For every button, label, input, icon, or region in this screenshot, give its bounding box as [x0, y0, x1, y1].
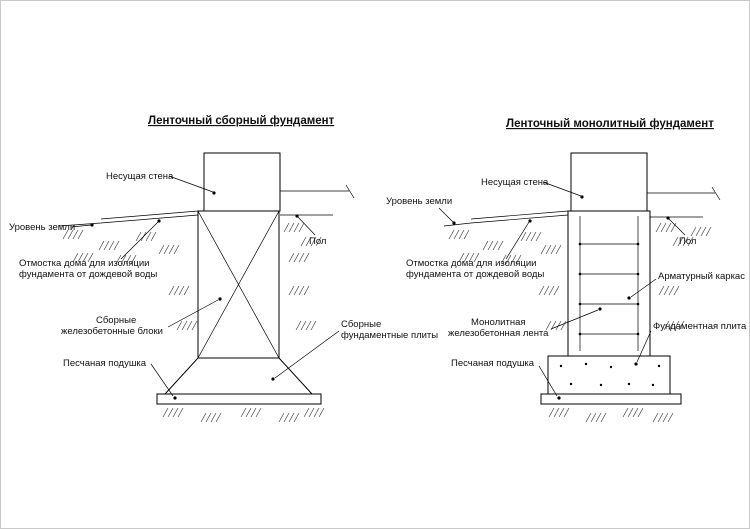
- ground-and-blind-area-left: [58, 210, 199, 227]
- footing-plate: [163, 357, 314, 395]
- label-bearing-wall-left: Несущая стена: [106, 171, 174, 182]
- label-foundation-plate: Фундаментная плита: [653, 321, 747, 332]
- label-blocks-line1: Сборные: [96, 315, 136, 326]
- label-ground-level-right: Уровень земли: [386, 196, 452, 207]
- leader-lines-left: [70, 175, 340, 400]
- label-floor-right: Пол: [679, 236, 696, 247]
- floor-lines: [280, 184, 355, 216]
- diagram-title-right: Ленточный монолитный фундамент: [506, 118, 714, 130]
- labels-left: Несущая стена Уровень земли Отмостка дом…: [9, 171, 438, 369]
- label-strip-line2: железобетонная лента: [448, 328, 549, 339]
- sand-cushion-left: [156, 393, 322, 405]
- labels-right: Уровень земли Несущая стена Отмостка дом…: [386, 177, 747, 369]
- precast-foundation-diagram: Ленточный сборный фундамент: [9, 115, 438, 423]
- label-bearing-wall-right: Несущая стена: [481, 177, 549, 188]
- label-blind-area-left-line2: фундамента от дождевой воды: [19, 269, 157, 280]
- ground-and-blind-area-right: [443, 210, 569, 227]
- label-blind-area-left-line1: Отмостка дома для изоляции: [19, 258, 149, 269]
- label-sand-cushion-right: Песчаная подушка: [451, 358, 535, 369]
- brick-wall: [203, 152, 281, 212]
- label-rebar-cage: Арматурный каркас: [658, 271, 745, 282]
- label-blind-area-right-line2: фундамента от дождевой воды: [406, 269, 544, 280]
- monolithic-foundation-diagram: Ленточный монолитный фундамент: [386, 118, 747, 423]
- block-cross-lines: [197, 210, 280, 359]
- floor-lines: [647, 186, 721, 218]
- label-plates-line1: Сборные: [341, 319, 381, 330]
- label-strip-line1: Монолитная: [471, 317, 526, 328]
- label-plates-line2: фундаментные плиты: [341, 330, 438, 341]
- label-blind-area-right-line1: Отмостка дома для изоляции: [406, 258, 536, 269]
- label-ground-level-left: Уровень земли: [9, 222, 75, 233]
- sand-cushion-right: [540, 393, 682, 405]
- diagram-title-left: Ленточный сборный фундамент: [148, 115, 335, 127]
- brick-wall: [570, 152, 648, 212]
- plate-dots: [559, 362, 661, 387]
- label-sand-cushion-left: Песчаная подушка: [63, 358, 147, 369]
- foundation-plate: [547, 355, 671, 395]
- rebar-grid: [578, 216, 640, 351]
- label-blocks-line2: железобетонные блоки: [61, 326, 163, 337]
- structure-left: [58, 152, 355, 405]
- leader-lines-right: [438, 181, 686, 400]
- label-floor-left: Пол: [309, 236, 326, 247]
